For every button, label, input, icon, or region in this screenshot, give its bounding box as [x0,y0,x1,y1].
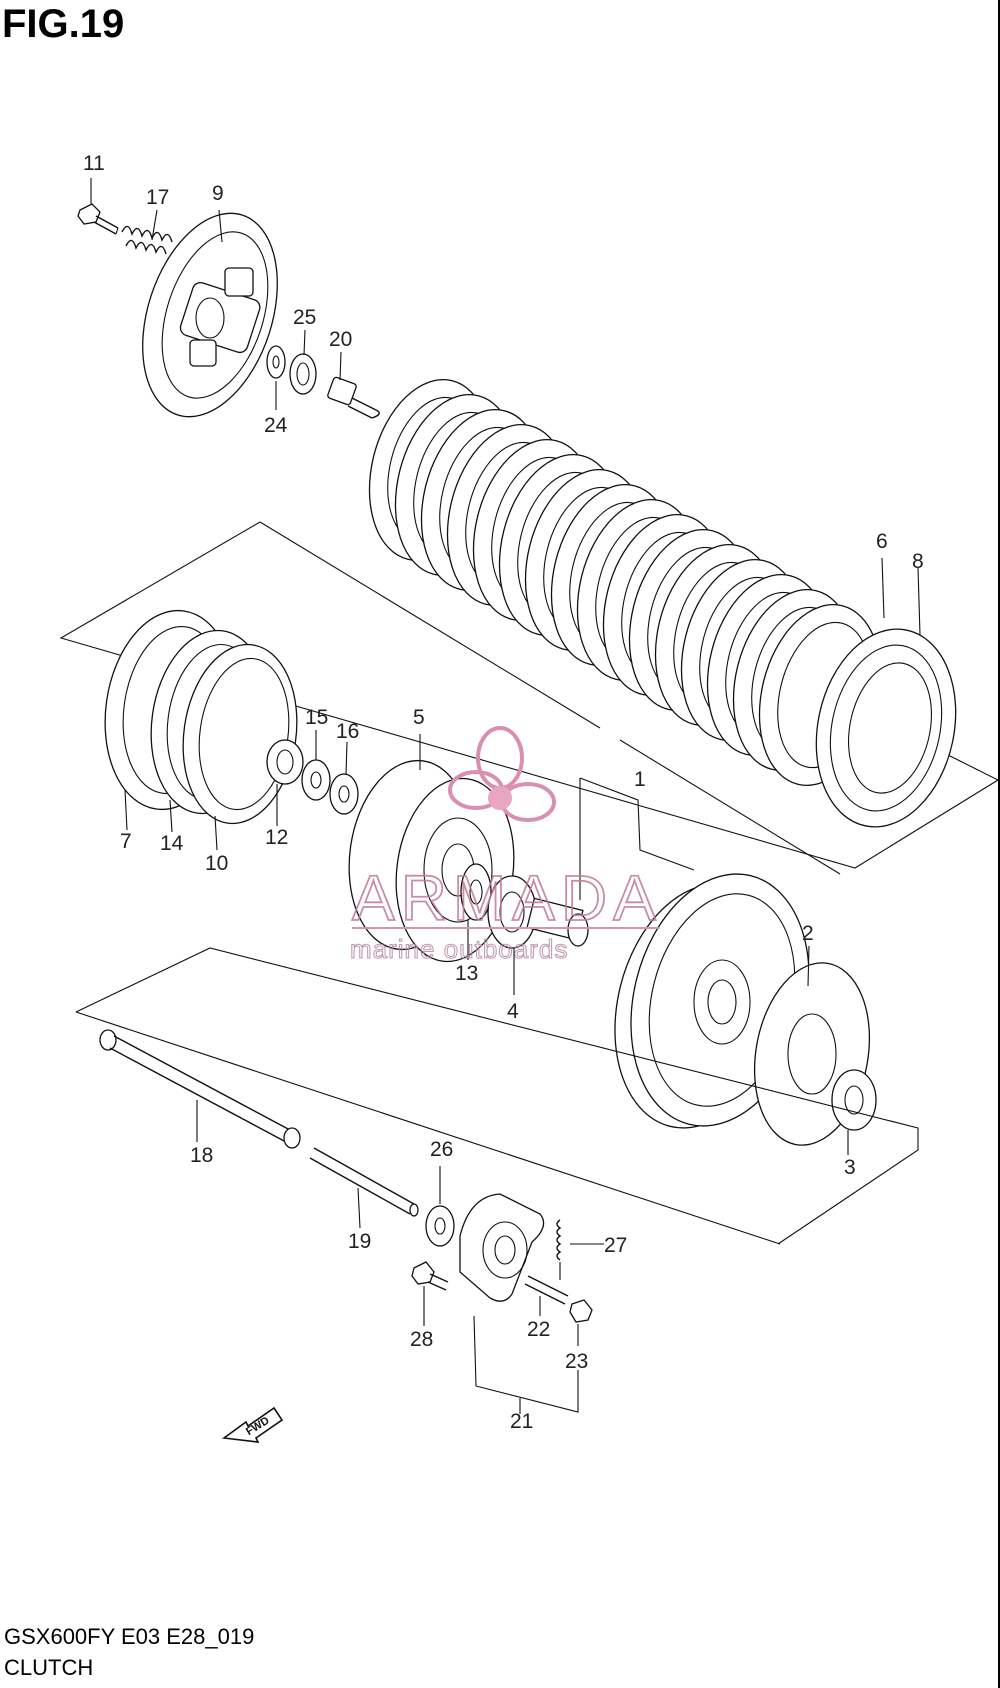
pushrod-part-18 [99,1029,301,1149]
callout-21: 21 [510,1410,533,1433]
right-border [998,0,1000,1688]
callout-15: 15 [305,706,328,729]
callout-11: 11 [83,152,105,175]
clutch-plate-stack [368,378,882,787]
callout-19: 19 [348,1230,371,1253]
washer-part-24 [266,345,286,379]
pushrod-part-19 [309,1147,419,1217]
callout-26: 26 [430,1138,453,1161]
washer-part-15 [301,759,331,801]
watermark-tagline: marine outboards [350,934,568,964]
callout-1: 1 [634,768,646,791]
assembly-box-upper [59,521,1000,869]
oil-seal-part-26 [425,1205,455,1247]
fwd-arrow-icon: FWD [221,1406,284,1443]
watermark-logo-icon [448,726,556,822]
watermark: ARMADA marine outboards [349,726,662,965]
spacer-part-4 [487,875,589,949]
callout-labels: 11 17 9 25 20 24 6 8 15 16 5 1 7 14 10 1… [83,152,924,1433]
callout-3: 3 [844,1156,856,1179]
assembly-box-lower [75,947,919,1245]
bearing-part-25 [289,353,317,395]
pressure-plate-group [77,178,380,419]
callout-6: 6 [876,530,888,553]
callout-22: 22 [527,1318,550,1341]
pressure-plate-part-9 [142,212,278,418]
callout-12: 12 [265,826,288,849]
spring-part-10 [182,643,298,825]
spring-part-17 [121,225,173,255]
nut-part-23 [569,1299,593,1323]
watermark-brand: ARMADA [352,862,662,934]
left-middle-group [104,609,359,851]
thrust-washer-part-3 [831,1069,877,1131]
return-spring-part-27 [556,1219,562,1280]
bolt-part-22 [524,1275,569,1305]
callout-24: 24 [264,414,288,437]
pushrod-part-20 [327,376,380,419]
washer-part-16 [329,773,359,815]
callout-14: 14 [160,832,184,855]
callout-20: 20 [329,328,352,351]
bolt-part-28 [411,1261,449,1291]
callout-16: 16 [336,720,359,743]
callout-25: 25 [293,306,316,329]
callout-2: 2 [802,922,814,945]
callout-18: 18 [190,1144,213,1167]
callout-27: 27 [604,1234,627,1257]
figure-title: FIG.19 [2,2,125,46]
release-cam-part-21 [459,1193,545,1302]
bearing-part-12 [266,739,304,785]
clutch-hub-part-8 [815,628,957,828]
callout-13: 13 [455,962,478,985]
callout-28: 28 [410,1328,433,1351]
callout-5: 5 [413,706,425,729]
callout-10: 10 [205,852,228,875]
model-code: GSX600FY E03 E28_019 [4,1624,255,1649]
callout-9: 9 [212,182,224,205]
section-name: CLUTCH [4,1655,94,1680]
needle-bearing-part-13 [460,863,492,921]
callout-7: 7 [120,830,132,853]
callout-17: 17 [146,186,169,209]
callout-4: 4 [507,1000,519,1023]
bolt-part-11 [77,203,119,235]
callout-23: 23 [565,1350,588,1373]
callout-8: 8 [912,550,924,573]
